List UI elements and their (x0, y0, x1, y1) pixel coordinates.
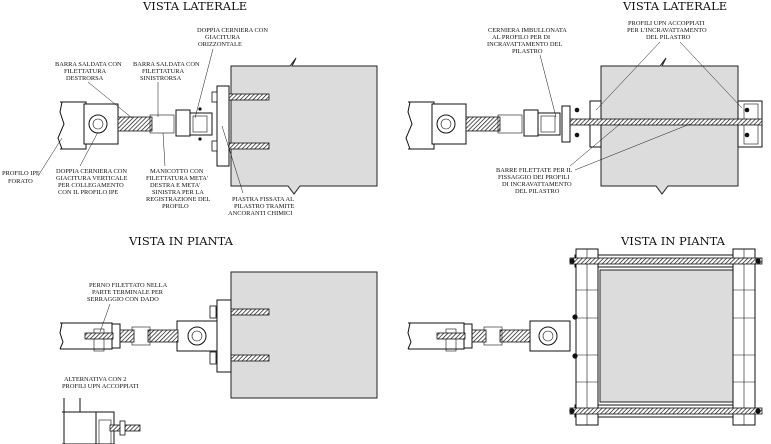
bar-right-hand (117, 116, 153, 132)
pillar-plan (230, 271, 378, 399)
note-doppia-cerniera-orizzontale: DOPPIA CERNIERA CON GIACITURA ORIZZONTAL… (197, 27, 270, 48)
note-cerniera-imbullonata: CERNIERA IMBULLONATA AL PROFILO PER DI I… (487, 27, 568, 55)
turnbuckle-sleeve (149, 114, 175, 134)
hinge-horizontal (175, 109, 191, 137)
note-barre-filettate: BARRE FILETTATE PER IL FISSAGGIO DEI PRO… (496, 167, 574, 195)
chemical-anchor-top (228, 93, 270, 101)
through-rod (569, 118, 763, 126)
anchor-nut (211, 91, 218, 103)
anchor-plate (216, 85, 230, 167)
pillar (230, 57, 378, 195)
side-view-right (405, 57, 763, 195)
note-profili-upn: PROFILI UPN ACCOPPIATI PER L'INCRAVATTAM… (627, 20, 708, 41)
alternative-upn-detail (62, 398, 141, 444)
chemical-anchor-bottom (228, 142, 270, 150)
title-vista-laterale-left: VISTA LATERALE (142, 0, 247, 13)
hinge-vertical (83, 103, 119, 145)
pillar-plan (599, 269, 734, 403)
note-profilo-ipe: PROFILO IPE FORATO (2, 170, 41, 185)
note-barra-destrorsa: BARRA SALDATA CON FILETTATURA DESTRORSA (55, 61, 123, 82)
side-right-notes: CERNIERA IMBULLONATA AL PROFILO PER DI I… (487, 20, 743, 195)
note-manicotto: MANICOTTO CON FILETTATURA META' DESTRA E… (146, 168, 212, 210)
note-perno-filettato: PERNO FILETTATO NELLA PARTE TERMINALE PE… (87, 282, 168, 303)
ipe-profile (57, 101, 87, 150)
side-left-notes: DOPPIA CERNIERA CON GIACITURA ORIZZONTAL… (2, 27, 296, 217)
title-vista-pianta-left: VISTA IN PIANTA (128, 234, 234, 248)
pillar (600, 57, 739, 195)
note-doppia-cerniera-verticale: DOPPIA CERNIERA CON GIACITURA VERTICALE … (56, 168, 129, 196)
plan-view-right (407, 248, 763, 426)
note-alternativa: ALTERNATIVA CON 2 PROFILI UPN ACCOPPIATI (62, 376, 139, 390)
title-vista-pianta-right: VISTA IN PIANTA (620, 234, 726, 248)
title-vista-laterale-right: VISTA LATERALE (622, 0, 727, 13)
note-piastra: PIASTRA FISSATA AL PILASTRO TRAMITE ANCO… (228, 196, 296, 217)
anchor-nut (211, 140, 218, 152)
hinge-pin (88, 114, 108, 134)
side-view-left (57, 57, 378, 195)
plan-left-notes: PERNO FILETTATO NELLA PARTE TERMINALE PE… (62, 282, 168, 390)
plan-view-left (59, 271, 378, 399)
note-barra-sinistrorsa: BARRA SALDATA CON FILETTATURA SINISTRORS… (133, 61, 201, 82)
